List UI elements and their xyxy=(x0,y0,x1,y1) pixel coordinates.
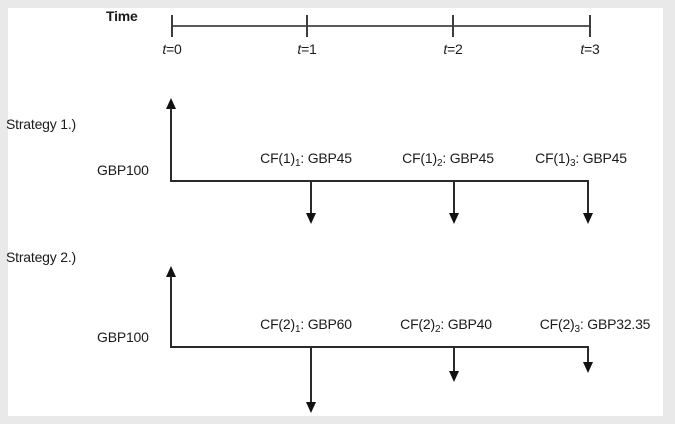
strategy2-up-arrow-shaft xyxy=(170,276,172,347)
timeline-tick-3 xyxy=(589,15,591,37)
tick-var: t xyxy=(162,41,167,57)
strategy1-cashflow2-label: CF(1)2: GBP45 xyxy=(402,150,494,169)
cf-amount: : GBP45 xyxy=(575,150,627,166)
strategy1-up-arrow-shaft xyxy=(170,108,172,181)
strategy2-down-arrowhead2-icon xyxy=(449,371,459,382)
tick-label-t0: t=0 xyxy=(162,42,181,56)
tick-eq: =0 xyxy=(166,41,182,57)
strategy2-down-arrow1-shaft xyxy=(310,348,312,403)
timeline-title: Time xyxy=(106,8,138,24)
strategy2-down-arrow3-shaft xyxy=(587,348,589,363)
cf-prefix: CF(1) xyxy=(535,150,570,166)
strategy1-down-arrowhead1-icon xyxy=(306,213,316,224)
strategy1-down-arrowhead2-icon xyxy=(449,213,459,224)
tick-var: t xyxy=(580,41,585,57)
tick-eq: =1 xyxy=(301,41,317,57)
strategy1-down-arrow3-shaft xyxy=(587,182,589,214)
cf-subscript: 2 xyxy=(436,158,443,169)
tick-var: t xyxy=(297,41,302,57)
tick-label-t2: t=2 xyxy=(443,42,462,56)
strategy1-down-arrowhead3-icon xyxy=(583,213,593,224)
cf-subscript: 3 xyxy=(569,158,576,169)
strategy2-cashflow3-label: CF(2)3: GBP32.35 xyxy=(539,316,651,335)
cf-amount: : GBP40 xyxy=(440,316,492,332)
strategy2-initial-outflow: GBP100 xyxy=(97,329,149,345)
tick-label-t1: t=1 xyxy=(297,42,316,56)
strategy2-baseline xyxy=(170,346,589,348)
tick-var: t xyxy=(443,41,448,57)
strategy1-baseline xyxy=(170,180,589,182)
strategy1-cashflow3-label: CF(1)3: GBP45 xyxy=(535,150,627,169)
strategy2-cashflow1-label: CF(2)1: GBP60 xyxy=(260,316,352,335)
strategy2-down-arrowhead1-icon xyxy=(306,402,316,413)
timeline-tick-2 xyxy=(452,15,454,37)
cf-prefix: CF(1) xyxy=(260,150,295,166)
cf-prefix: CF(2) xyxy=(400,316,435,332)
cf-subscript: 1 xyxy=(294,158,301,169)
strategy1-cashflow1-label: CF(1)1: GBP45 xyxy=(260,150,352,169)
strategy2-up-arrowhead-icon xyxy=(166,266,176,277)
timeline-axis xyxy=(171,25,591,27)
cf-prefix: CF(2) xyxy=(539,316,575,332)
cf-subscript: 1 xyxy=(294,324,301,335)
strategy1-down-arrow2-shaft xyxy=(453,182,455,214)
strategy2-cashflow2-label: CF(2)2: GBP40 xyxy=(400,316,492,335)
strategy1-up-arrowhead-icon xyxy=(166,98,176,109)
strategy1-initial-outflow: GBP100 xyxy=(97,162,149,178)
cf-prefix: CF(1) xyxy=(402,150,437,166)
strategy2-down-arrowhead3-icon xyxy=(583,362,593,373)
tick-label-t3: t=3 xyxy=(580,42,599,56)
timeline-tick-1 xyxy=(306,15,308,37)
figure-panel xyxy=(8,8,663,416)
strategy2-down-arrow2-shaft xyxy=(453,348,455,372)
cf-amount: : GBP45 xyxy=(300,150,352,166)
strategy1-label: Strategy 1.) xyxy=(6,116,76,132)
cf-amount: : GBP45 xyxy=(442,150,494,166)
timeline-tick-0 xyxy=(171,15,173,37)
strategy1-down-arrow1-shaft xyxy=(310,182,312,214)
cf-amount: : GBP32.35 xyxy=(579,316,651,332)
tick-eq: =3 xyxy=(584,41,600,57)
cf-subscript: 2 xyxy=(434,324,441,335)
tick-eq: =2 xyxy=(447,41,463,57)
cf-subscript: 3 xyxy=(574,324,581,335)
strategy2-label: Strategy 2.) xyxy=(6,249,76,265)
cf-amount: : GBP60 xyxy=(300,316,352,332)
cf-prefix: CF(2) xyxy=(260,316,295,332)
